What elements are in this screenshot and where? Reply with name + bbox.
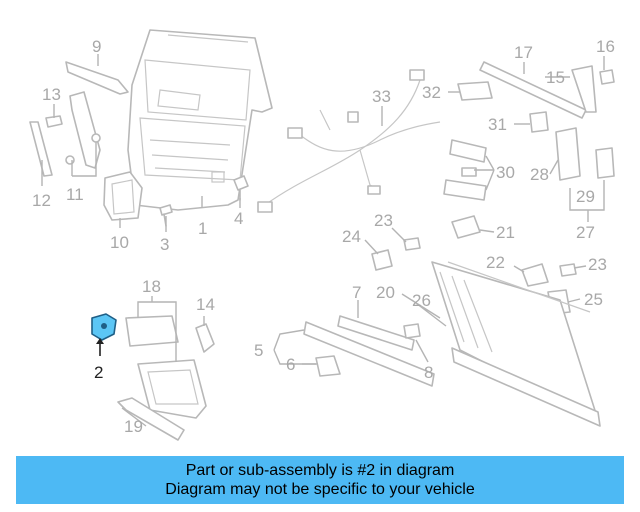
part-31-switch bbox=[529, 111, 549, 133]
callout-5: 5 bbox=[254, 341, 263, 360]
part-9-molding bbox=[65, 61, 129, 95]
part-32-switch bbox=[457, 81, 493, 101]
callout-17: 17 bbox=[514, 43, 533, 62]
part-21-handle bbox=[451, 215, 481, 239]
part-13-clip bbox=[45, 115, 63, 128]
part-29-bracket bbox=[595, 147, 615, 179]
callout-6: 6 bbox=[286, 355, 295, 374]
callout-30: 30 bbox=[496, 163, 515, 182]
part-18-bezel bbox=[125, 315, 179, 347]
callout-16: 16 bbox=[596, 37, 615, 56]
parts-diagram: 1 2 3 4 5 6 7 8 9 10 11 12 13 14 15 16 1… bbox=[29, 29, 615, 441]
part-19-trim bbox=[117, 397, 185, 441]
part-8-clip bbox=[403, 323, 421, 339]
callout-31: 31 bbox=[488, 115, 507, 134]
part-30-lock bbox=[449, 139, 487, 163]
callout-2[interactable]: 2 bbox=[94, 363, 103, 382]
wiring-harness bbox=[257, 69, 441, 213]
callout-33: 33 bbox=[372, 87, 391, 106]
callout-11: 11 bbox=[66, 185, 84, 204]
part-6-clip bbox=[315, 355, 341, 377]
part-23-clip-b bbox=[559, 263, 577, 277]
callout-1: 1 bbox=[198, 219, 207, 238]
callout-14: 14 bbox=[196, 295, 215, 314]
callout-18: 18 bbox=[142, 277, 161, 296]
callout-12: 12 bbox=[32, 191, 51, 210]
part-5-sill bbox=[303, 321, 435, 387]
callout-24: 24 bbox=[342, 227, 361, 246]
part-27-latch bbox=[555, 127, 581, 181]
part-15-trim bbox=[571, 65, 597, 113]
callout-29: 29 bbox=[576, 187, 595, 206]
callout-22: 22 bbox=[486, 253, 505, 272]
callout-10: 10 bbox=[110, 233, 129, 252]
info-banner: Part or sub-assembly is #2 in diagram Di… bbox=[16, 456, 624, 504]
part-24-bracket bbox=[371, 249, 393, 271]
callout-19: 19 bbox=[124, 417, 143, 436]
callout-13: 13 bbox=[42, 85, 61, 104]
callout-23b: 23 bbox=[588, 255, 607, 274]
part-17-strip bbox=[479, 61, 587, 119]
callout-15: 15 bbox=[546, 68, 565, 87]
part-16-clip bbox=[599, 69, 615, 85]
callout-32: 32 bbox=[422, 83, 441, 102]
part-23-clip bbox=[403, 237, 421, 251]
callout-7: 7 bbox=[352, 283, 361, 302]
part-14-cap bbox=[195, 323, 215, 353]
part-2-highlighted[interactable] bbox=[91, 313, 117, 341]
part-12-strip bbox=[29, 121, 53, 177]
part-30-lock-b bbox=[443, 179, 487, 201]
callout-9: 9 bbox=[92, 37, 101, 56]
callout-25: 25 bbox=[584, 290, 603, 309]
banner-line-1: Part or sub-assembly is #2 in diagram bbox=[185, 462, 455, 479]
callout-27: 27 bbox=[576, 223, 595, 242]
callout-labels: 1 2 3 4 5 6 7 8 9 10 11 12 13 14 15 16 1… bbox=[32, 37, 615, 436]
door-panel bbox=[127, 29, 273, 211]
banner-line-2: Diagram may not be specific to your vehi… bbox=[165, 481, 475, 498]
callout-20: 20 bbox=[376, 283, 395, 302]
callout-21: 21 bbox=[496, 223, 515, 242]
callout-28: 28 bbox=[530, 165, 549, 184]
part-11-trim bbox=[69, 91, 101, 169]
part-22-handle bbox=[521, 263, 549, 287]
callout-8: 8 bbox=[424, 363, 433, 382]
callout-23a: 23 bbox=[374, 211, 393, 230]
leader-lines bbox=[41, 54, 605, 427]
part-7-seal bbox=[337, 315, 415, 351]
callout-4: 4 bbox=[234, 209, 243, 228]
sunshade bbox=[431, 261, 601, 427]
callout-26: 26 bbox=[412, 291, 431, 310]
callout-3: 3 bbox=[160, 235, 169, 254]
